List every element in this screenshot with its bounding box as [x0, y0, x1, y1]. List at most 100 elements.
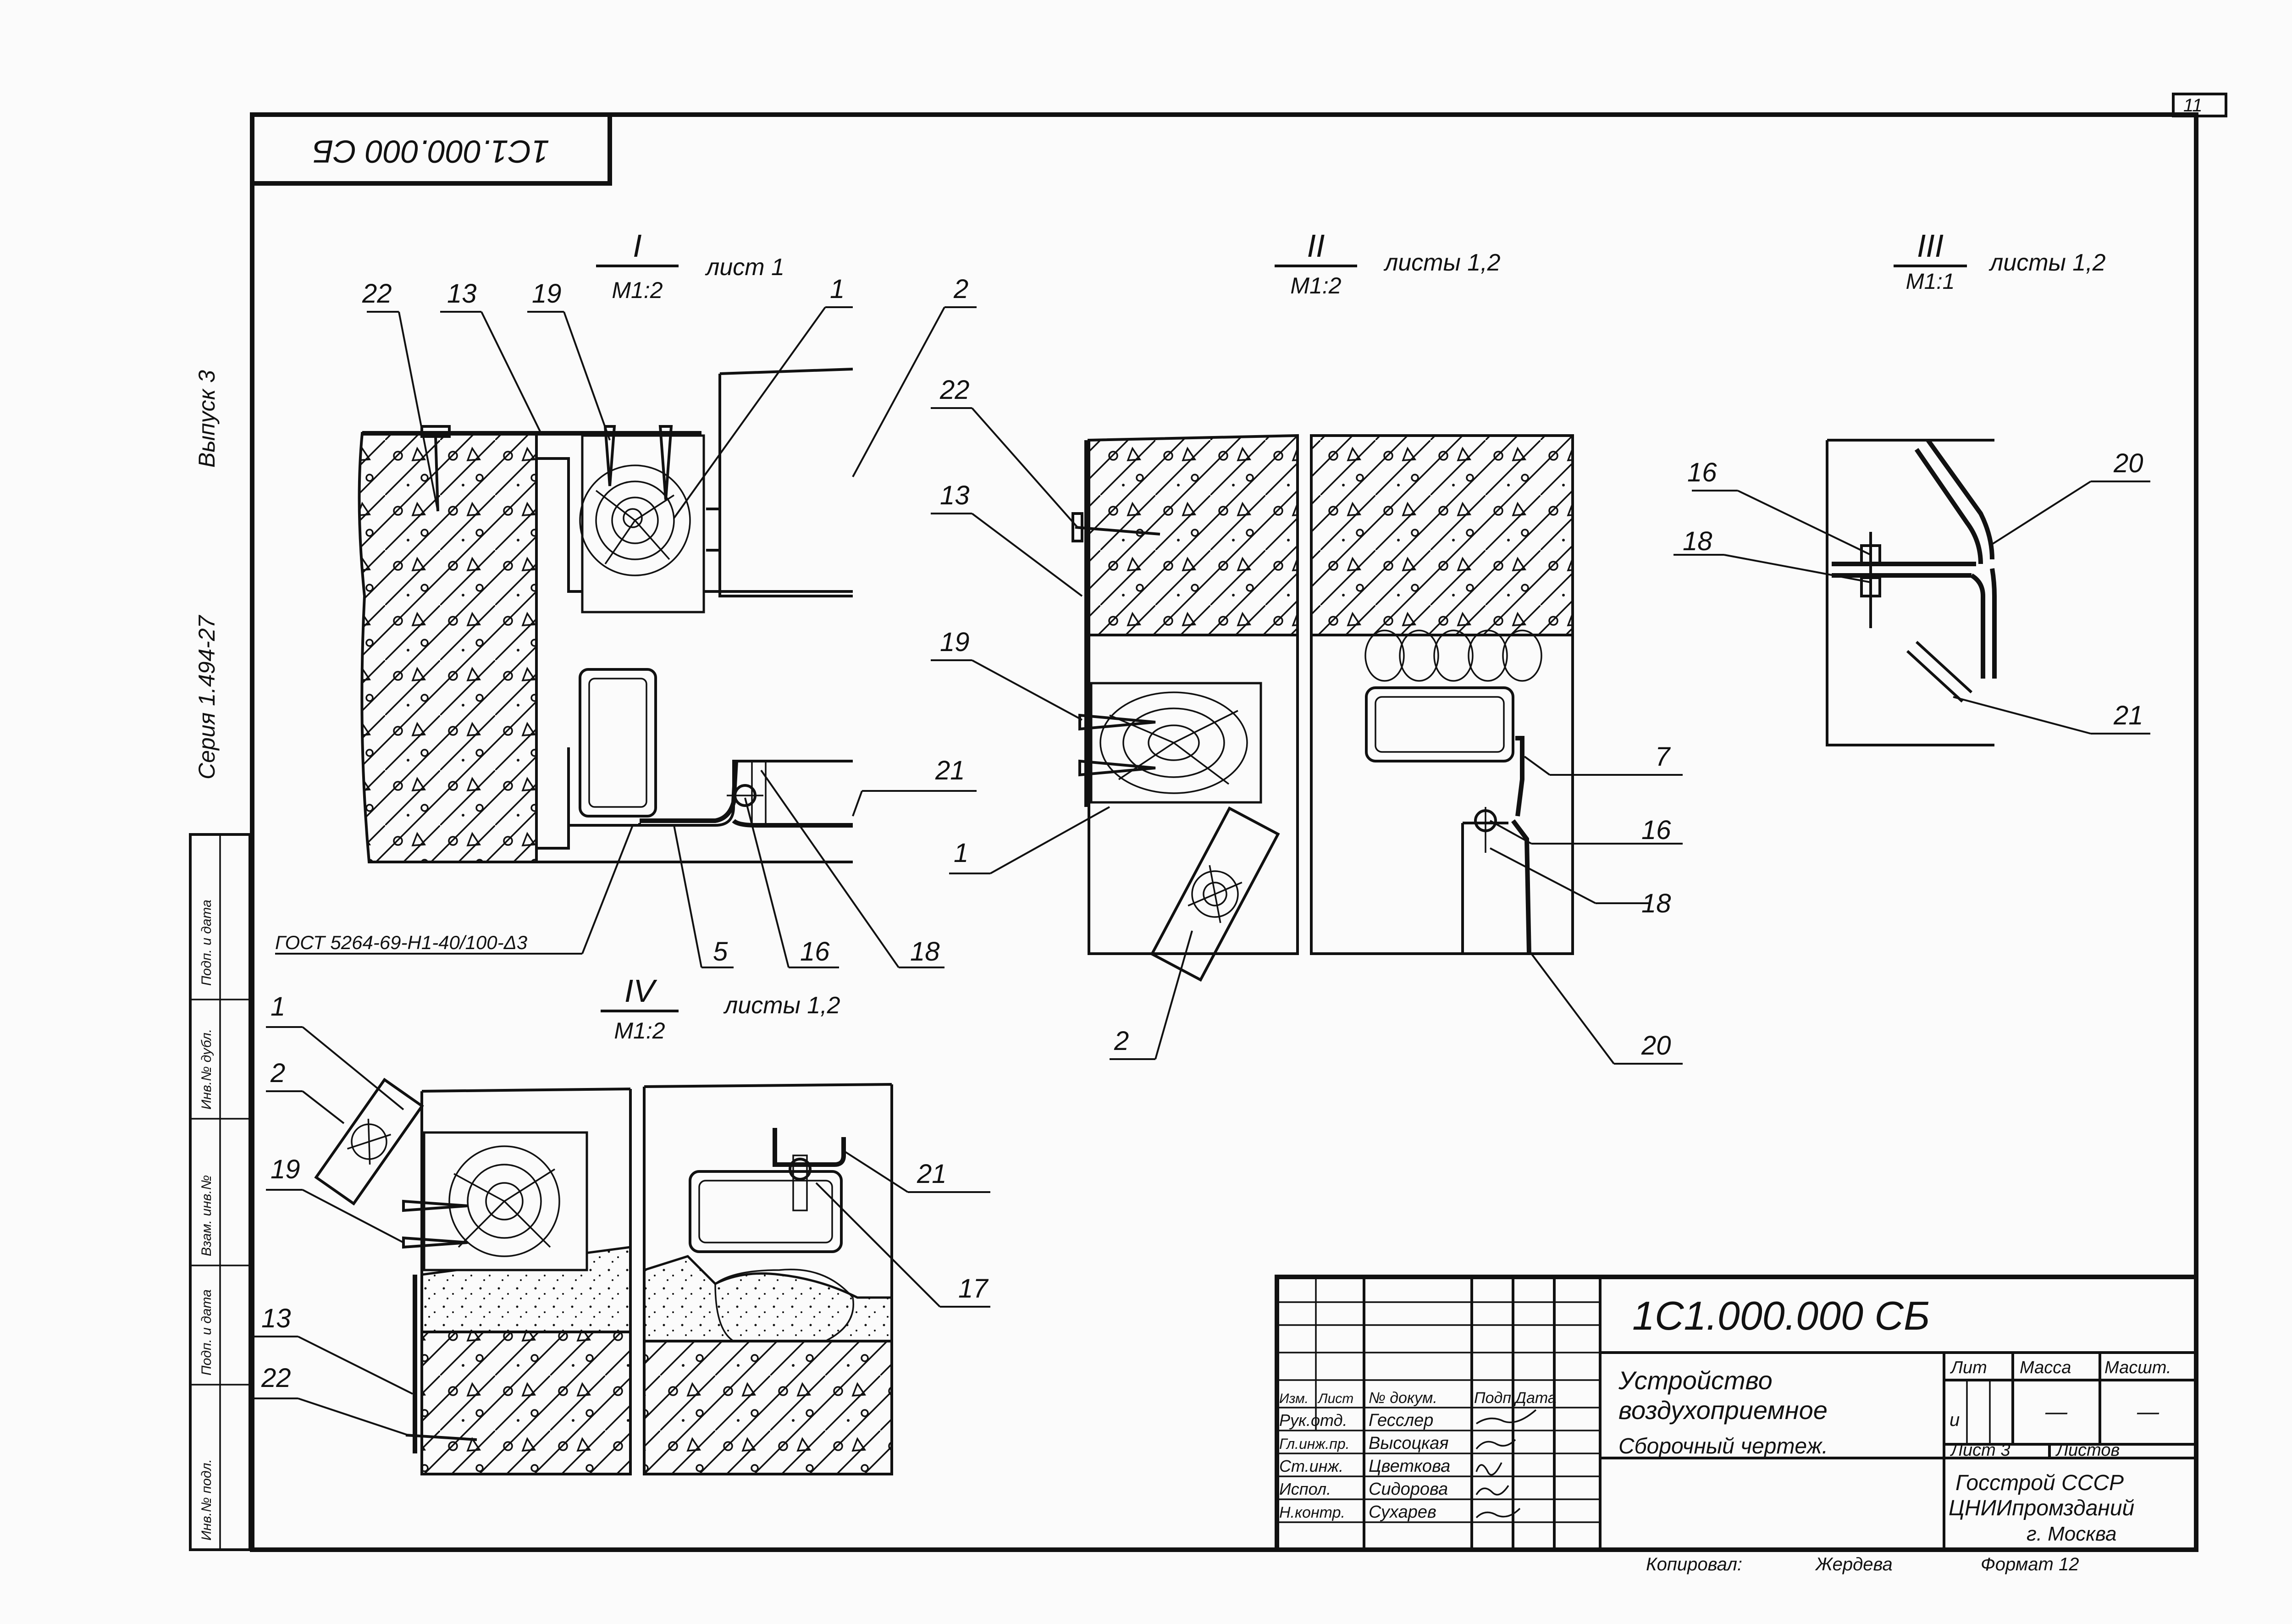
- tb-name-4: Сидорова: [1369, 1480, 1448, 1499]
- view-2-concrete-right: [1310, 434, 1574, 636]
- view-1-callout-19: 19: [532, 279, 562, 309]
- tb-scale-label: Масшт.: [2104, 1358, 2171, 1377]
- tb-sheets-label: Листов: [2055, 1441, 2120, 1460]
- tb-code: 1С1.000.000 СБ: [1632, 1293, 1930, 1338]
- view-2-sheets: листы 1,2: [1383, 249, 1501, 276]
- view-1-gost-note: ГОСТ 5264-69-Н1-40/100-Δ3: [275, 932, 527, 953]
- view-2-callout-2: 2: [1114, 1026, 1129, 1056]
- tb-lit-value: и: [1950, 1410, 1960, 1430]
- view-2-callout-13: 13: [940, 481, 970, 510]
- tb-name-5: Сухарев: [1369, 1502, 1436, 1522]
- tb-name-2: Высоцкая: [1369, 1434, 1449, 1453]
- tb-title-line-1: Устройство: [1618, 1366, 1773, 1395]
- view-4-callout-21: 21: [917, 1159, 947, 1189]
- tb-header-izm: Изм.: [1279, 1391, 1309, 1406]
- view-4-sheets: листы 1,2: [723, 992, 840, 1019]
- view-4-concrete-left: [420, 1331, 632, 1475]
- view-2-callout-22: 22: [939, 375, 970, 405]
- tb-role-4: Испол.: [1279, 1480, 1331, 1498]
- view-4-scale: М1:2: [614, 1018, 665, 1044]
- tb-mass-label: Масса: [2020, 1358, 2071, 1377]
- drawing-frame: 11 1С1.000.000 СБ: [250, 93, 2227, 1552]
- stamp-label-4: Подп. и дата: [199, 1289, 214, 1375]
- view-4-concrete-right: [643, 1340, 893, 1475]
- view-1-callout-5: 5: [713, 937, 728, 967]
- tb-name-3: Цветкова: [1369, 1457, 1450, 1476]
- view-4-sand-right: [643, 1255, 893, 1342]
- view-2: II М1:2 листы 1,2: [931, 228, 1683, 1065]
- tb-org-2: ЦНИИпромзданий: [1949, 1496, 2134, 1520]
- view-4: IV М1:2 листы 1,2: [254, 973, 990, 1475]
- stamp-label-2: Инв.№ дубл.: [199, 1029, 214, 1110]
- tb-org-1: Госстрой СССР: [1955, 1471, 2124, 1495]
- view-2-callout-16: 16: [1641, 815, 1671, 845]
- view-4-callout-1: 1: [271, 992, 285, 1022]
- tb-title-line-2: воздухоприемное: [1618, 1396, 1828, 1425]
- view-3-numeral: III: [1917, 228, 1944, 264]
- tb-role-5: Н.контр.: [1279, 1504, 1345, 1521]
- view-1-scale: М1:2: [612, 277, 663, 303]
- stamp-label-3: Взам. инв.№: [199, 1175, 214, 1256]
- view-3-callout-20: 20: [2113, 448, 2143, 478]
- view-1-sheets: лист 1: [705, 254, 784, 281]
- view-1-concrete-wall: [358, 432, 538, 863]
- tb-role-1: Рук.отд.: [1279, 1411, 1348, 1430]
- view-4-callout-2: 2: [270, 1058, 285, 1088]
- tb-header-doc: № докум.: [1369, 1389, 1437, 1407]
- view-1-callout-18: 18: [910, 937, 940, 967]
- copied-by-label: Копировал:: [1646, 1554, 1742, 1574]
- view-3-callouts: 16 18 20 21: [1673, 448, 2150, 735]
- view-1: I М1:2 лист 1: [275, 228, 977, 968]
- view-3-sheets: листы 1,2: [1988, 249, 2106, 276]
- view-4-callout-19: 19: [271, 1154, 300, 1184]
- issue-label: Выпуск 3: [194, 370, 220, 468]
- copied-by-name: Жердева: [1815, 1554, 1893, 1574]
- view-3-callout-21: 21: [2113, 701, 2143, 730]
- view-1-numeral: I: [633, 228, 641, 264]
- tb-role-2: Гл.инж.пр.: [1279, 1436, 1350, 1452]
- tb-scale-value: —: [2137, 1400, 2159, 1424]
- view-1-callout-21: 21: [935, 756, 965, 785]
- view-4-callout-13: 13: [261, 1304, 291, 1333]
- tb-mass-value: —: [2045, 1400, 2068, 1424]
- view-2-callout-1: 1: [954, 838, 968, 868]
- view-3-callout-18: 18: [1683, 526, 1712, 556]
- tb-header-date: Дата: [1513, 1389, 1557, 1407]
- tb-role-3: Ст.инж.: [1279, 1457, 1343, 1475]
- view-3: III М1:1 листы 1,2 16 18 20 21: [1673, 228, 2150, 746]
- tb-lit-label: Лит: [1950, 1358, 1987, 1377]
- tb-org-3: г. Москва: [2027, 1523, 2117, 1545]
- view-4-callout-17: 17: [958, 1274, 989, 1304]
- view-4-callouts: 1 2 19 13 22 21 17: [254, 992, 990, 1436]
- view-2-scale: М1:2: [1290, 273, 1341, 298]
- sheet-number: 11: [2183, 95, 2203, 116]
- stamp-label-5: Инв.№ подл.: [199, 1459, 214, 1541]
- stamp-label-1: Подп. и дата: [199, 900, 214, 986]
- tb-signatures: [1475, 1409, 1537, 1519]
- view-1-callout-1: 1: [830, 274, 845, 304]
- view-1-callouts: 22 13 19 1 2 21 ГОСТ 5264-69-Н1-40/100-Δ…: [275, 274, 977, 968]
- view-2-callout-7: 7: [1655, 742, 1671, 772]
- tb-name-1: Гесслер: [1369, 1411, 1433, 1430]
- view-1-callout-13: 13: [447, 279, 477, 309]
- side-margin: Серия 1.494-27 Выпуск 3 Подп. и дата Инв…: [189, 370, 251, 1551]
- tb-header-list: Лист: [1317, 1391, 1353, 1406]
- view-2-callout-20: 20: [1641, 1031, 1671, 1061]
- format-label: Формат 12: [1981, 1554, 2079, 1574]
- view-4-numeral: IV: [624, 973, 657, 1009]
- doc-code-rotated: 1С1.000.000 СБ: [313, 134, 549, 170]
- view-1-callout-22: 22: [362, 279, 392, 309]
- view-3-scale: М1:1: [1906, 270, 1955, 294]
- series-label: Серия 1.494-27: [194, 614, 220, 779]
- view-4-callout-22: 22: [261, 1363, 291, 1393]
- view-3-callout-16: 16: [1687, 458, 1717, 487]
- tb-title-line-3: Сборочный чертеж.: [1618, 1434, 1828, 1458]
- view-2-callout-19: 19: [940, 627, 970, 657]
- view-1-callout-2: 2: [953, 274, 968, 304]
- tb-sheet-label: Лист 3: [1950, 1441, 2010, 1460]
- view-2-concrete-left: [1088, 434, 1299, 636]
- view-2-callouts: 22 13 19 1 2 7 16 18 20: [931, 375, 1683, 1065]
- view-1-callout-16: 16: [800, 937, 830, 967]
- title-block: Изм. Лист № докум. Подп. Дата Рук.отд. Г…: [1275, 1275, 2198, 1552]
